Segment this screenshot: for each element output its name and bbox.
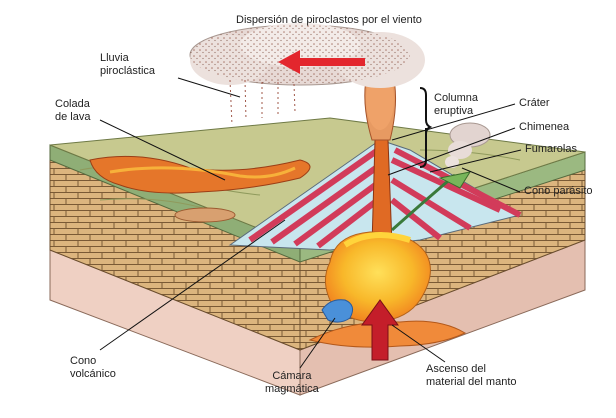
fumaroles-label: Fumarolas (525, 143, 577, 155)
magma-chamber-label: Cámara magmática (265, 370, 319, 396)
magma-chamber-label-line2: magmática (265, 383, 319, 395)
lava-flow-label: Colada de lava (55, 98, 90, 124)
wind-arrow (278, 50, 365, 74)
lava-flow-label-line2: de lava (55, 111, 91, 123)
magma-chamber-label-line1: Cámara (272, 370, 312, 382)
volcanic-cone-label-line1: Cono (70, 355, 97, 367)
wind-dispersion-title: Dispersión de piroclastos por el viento (236, 14, 422, 26)
leader-lines (99, 77, 522, 369)
crater-label: Cráter (519, 97, 550, 109)
chimney (371, 139, 393, 246)
ash-cloud (189, 23, 425, 88)
volcanic-cone-label-line2: volcánico (70, 368, 116, 380)
pyroclastic-rain (229, 79, 296, 126)
mantle-ascent-label: Ascenso del material del manto (426, 363, 517, 389)
magma-chamber (324, 231, 431, 323)
parasitic-cone-label: Cono parásito (524, 185, 593, 197)
pyroclastic-rain-label: Lluvia piroclástica (100, 52, 155, 78)
mantle-ascent-label-line1: Ascenso del (426, 363, 486, 375)
mantle-ascent-arrow (361, 299, 399, 361)
chimney-label: Chimenea (519, 121, 570, 133)
lava-flow-label-line1: Colada (55, 98, 90, 110)
pyroclastic-rain-label-line1: Lluvia (100, 52, 129, 64)
volcanic-cone-label: Cono volcánico (70, 355, 116, 381)
column-bracket (419, 87, 433, 168)
mantle-ascent-label-line2: material del manto (426, 376, 517, 388)
eruptive-column-label: Columna eruptiva (434, 92, 478, 118)
eruptive-column-label-line2: eruptiva (434, 105, 474, 117)
blue-inclusion (321, 299, 354, 323)
pyroclastic-rain-label-line2: piroclástica (100, 65, 156, 77)
eruptive-column-label-line1: Columna (434, 92, 479, 104)
